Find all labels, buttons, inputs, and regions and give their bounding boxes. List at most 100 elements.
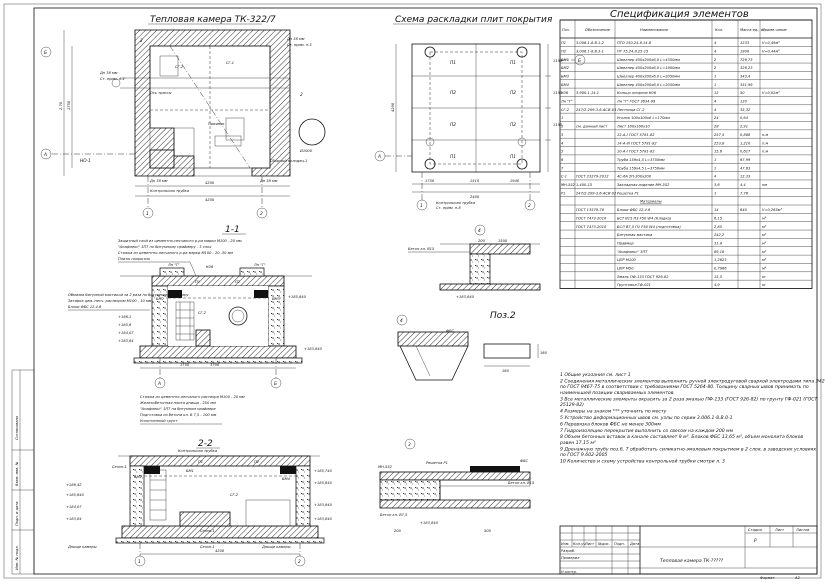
s22-elev-7: +183,840	[314, 503, 333, 507]
spec-header-2: Наименование	[640, 28, 669, 32]
plan-section-mark-2b: 2	[300, 92, 303, 98]
spec-cell-6-3: 12	[714, 91, 719, 95]
spec-cell-18-1: 247/2-209-3.6-АСИ-02	[576, 191, 617, 195]
spec-header-0: Поз.	[562, 28, 570, 32]
spec-header-5: Приме-чание	[762, 28, 788, 32]
slab-p1-a: П1	[450, 60, 456, 66]
poz-2-dim-1: 160	[540, 351, 548, 355]
spec-cell-8-2: Лестница СГ-2	[616, 108, 645, 112]
spec-cell-0-2: ПТО 150.24.8.14-6	[617, 41, 652, 45]
note-3: 3 Все металлические элементы окрасить за…	[560, 396, 818, 408]
detail-3-concrete-2: Бетон кл. В7,5	[380, 513, 408, 517]
spec-cell-10-2: Лист 160х160х10	[616, 125, 651, 129]
spec-cell-18-0: Р1	[561, 191, 565, 195]
s22-axis-2: 2	[298, 559, 301, 565]
plan-view: Тепловая камера ТК-322/7 1 2 А Б	[40, 15, 326, 219]
spec-mat-cell-0-1: ГОСТ 13579-78	[576, 208, 605, 212]
spec-cell-5-0: БМ4	[561, 83, 570, 87]
spec-mat-cell-0-4: 640	[740, 208, 748, 212]
slab-p2-c: П2	[450, 122, 456, 128]
spec-cell-6-2: Кольцо опорное К06	[617, 91, 657, 95]
s22-dim-total: 4200	[215, 549, 225, 553]
spec-cell-6-5: V=0,02м³	[762, 91, 780, 95]
s11-callout-3: Плиты покрытия	[118, 257, 151, 261]
detail-4: 4 Бетон кл. В15 +183,840 200 1500	[408, 224, 541, 299]
spec-header-3: Кол.	[715, 28, 723, 32]
poz-2-dim-0: 160	[502, 369, 510, 373]
plan-dim-height: 2.70	[59, 101, 63, 110]
s11-wall-right	[267, 285, 285, 347]
spec-cell-14-4: 67,99	[740, 158, 751, 162]
spec-cell-13-3: 15,6	[714, 150, 723, 154]
spec-cell-6-0: К06	[561, 91, 569, 95]
plan-label-axis: Ось трассы	[150, 91, 172, 95]
spec-cell-3-4: 326,23	[740, 66, 753, 70]
slab-axis-a: А	[377, 154, 381, 160]
s22-mark-p1: П1	[198, 460, 203, 464]
plan-section-mark-2a: 2	[140, 38, 143, 44]
spec-cell-8-1: 247/2-209-3.6-АСИ-03	[576, 108, 617, 112]
slab-dim-b-total: 2400	[470, 195, 480, 199]
slab-layout-title: Схема раскладки плит покрытия	[395, 15, 553, 25]
s22-elev-4: +183,84	[66, 517, 82, 521]
spec-mat-cell-9-5: кг	[762, 283, 766, 287]
spec-cell-0-5: V=0,49м³	[762, 41, 780, 45]
spec-cell-2-0: БМ1	[561, 58, 569, 62]
spec-cell-5-3: 1	[714, 83, 716, 87]
plan-dn-1: Дн 38 мм	[286, 37, 305, 41]
spec-mat-cell-1-1: ГОСТ 7473-2010	[576, 216, 607, 220]
s22-label-seal-2: Сезон-1	[200, 529, 215, 533]
slab-p2-d: П2	[510, 122, 516, 128]
spec-cell-16-3: 4	[714, 175, 717, 179]
s11-bottom-callout-1: Железобетонная плита днища - 250 мм	[139, 401, 216, 405]
spec-cell-7-2: Лн "Г" ГОСТ 3634-99	[616, 100, 656, 104]
tb-stage-value: Р	[754, 538, 757, 544]
s11-mark-p2: П2	[235, 280, 241, 284]
s22-elev-3: +184,07	[66, 505, 82, 509]
s11-dim-inner: 1750	[180, 363, 190, 367]
s22-label-seal-1: Сезон-1	[112, 465, 127, 469]
spec-mat-cell-5-2: "Анафлекс" 3ПТ	[617, 250, 648, 254]
spec-cell-10-1: см. данный лист	[576, 125, 608, 129]
spec-mat-cell-7-5: м³	[762, 267, 767, 271]
s11-elev-left-3: +184,07	[118, 331, 134, 335]
note-8: 8 Объем бетонных вставок в канале состав…	[559, 434, 803, 446]
spec-cell-14-3: 1	[714, 158, 716, 162]
s22-label-bottom-l: Днище камеры	[67, 545, 97, 549]
spec-cell-0-0: П1	[561, 41, 566, 45]
spec-cell-17-4: 4,4	[740, 183, 746, 187]
s22-label-control-tube: Контрольная трубка	[178, 449, 217, 453]
slab-axis-b: Б	[578, 58, 581, 64]
spec-mat-cell-0-3: 14	[714, 208, 719, 212]
plan-dn-2: Дн 38 мм	[99, 71, 118, 75]
spec-cell-11-5: п.м	[762, 133, 768, 137]
format-label: Формат	[760, 576, 775, 580]
detail-4-dim-0: 200	[478, 239, 486, 243]
s11-left-callout-0: Обмазка битумной мастикой за 2 раза по б…	[68, 293, 190, 297]
plan-dim-total: 4200	[205, 181, 215, 185]
spec-cell-18-2: Решетка Р1	[617, 191, 639, 195]
detail-4-elev: +183,840	[456, 295, 475, 299]
spec-cell-9-0: 1	[561, 116, 563, 120]
spec-cell-5-2: Швеллер 400х200х6,0 L=2050мм	[617, 83, 680, 87]
spec-cell-4-2: Швеллер 400х200х6,0 L=2050мм	[617, 74, 680, 78]
tb-sheets-header: Листов	[795, 528, 809, 532]
spec-cell-0-4: 1233	[740, 41, 750, 45]
plan-note-5a: Ст. прим. п.5	[287, 43, 312, 47]
spec-mat-cell-2-2: БСЛ В7,5 П1 F50 W4 (подготовка)	[617, 225, 681, 229]
spec-cell-13-4: 0,617	[740, 150, 751, 154]
spec-mat-cell-8-5: кг	[762, 275, 766, 279]
tb-col-date: Дата	[629, 542, 639, 546]
spec-mat-cell-3-2: Битумная мастика	[617, 233, 652, 237]
s22-mark-bm2: БМ2	[134, 475, 143, 479]
slab-label-note: Ст. прим. п.8	[436, 206, 461, 210]
s11-mark-k06: К06	[206, 265, 214, 269]
s22-mark-bm4: БМ4	[282, 477, 291, 481]
plan-mark-sg2: СГ-2	[175, 65, 184, 69]
side-label-vzam: Взам. инв. №	[15, 461, 19, 486]
spec-mat-cell-3-5: м²	[762, 233, 767, 237]
s22-elev-2: +185,640	[66, 493, 85, 497]
s11-left-callout-1: Затирка цем.-песч. раствором М100 - 10 м…	[68, 299, 152, 303]
slab-dim-r3: 1190	[553, 123, 563, 127]
